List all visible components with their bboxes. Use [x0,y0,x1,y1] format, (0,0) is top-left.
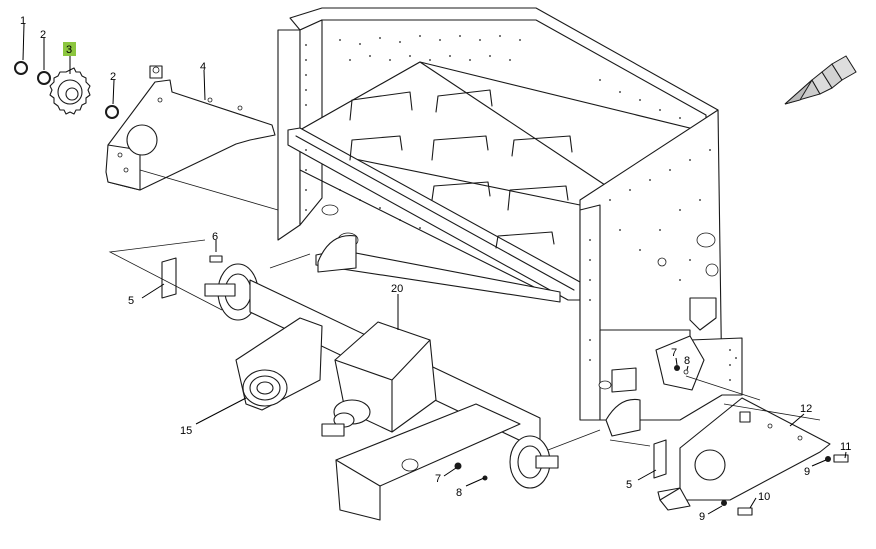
callout-1: 1 [20,15,26,27]
callout-12: 12 [800,403,812,415]
right-bearing-bracket [161,257,849,516]
callout-9: 9 [804,466,810,478]
callout-8: 8 [456,487,462,499]
callout-3: 3 [66,44,72,56]
callout-6: 6 [212,231,218,243]
callout-7: 7 [435,473,441,485]
callout-4: 4 [200,61,206,73]
callout-5: 5 [626,479,632,491]
callout-leaders [22,23,847,515]
callout-2: 2 [110,71,116,83]
axle-gearbox-assembly [204,255,559,521]
callout-20: 20 [391,283,403,295]
snap-ring-part [14,61,51,85]
callout-9: 9 [699,511,705,523]
hopper-body [277,7,743,437]
callout-15: 15 [180,425,192,437]
callout-3-highlight [63,42,76,56]
callout-7: 7 [671,347,677,359]
connector-lines [108,169,821,451]
callout-5: 5 [128,295,134,307]
arrow-left-down-icon [784,55,857,105]
bearing-bracket-plate [105,65,276,191]
sprocket-part [49,67,119,119]
callout-labels: 1 2 3 2 4 6 5 20 15 7 8 7 8 12 11 9 5 10… [20,15,851,523]
callout-11: 11 [840,441,851,453]
callout-2: 2 [40,29,46,41]
callout-8: 8 [684,355,690,367]
callout-10: 10 [758,491,770,503]
